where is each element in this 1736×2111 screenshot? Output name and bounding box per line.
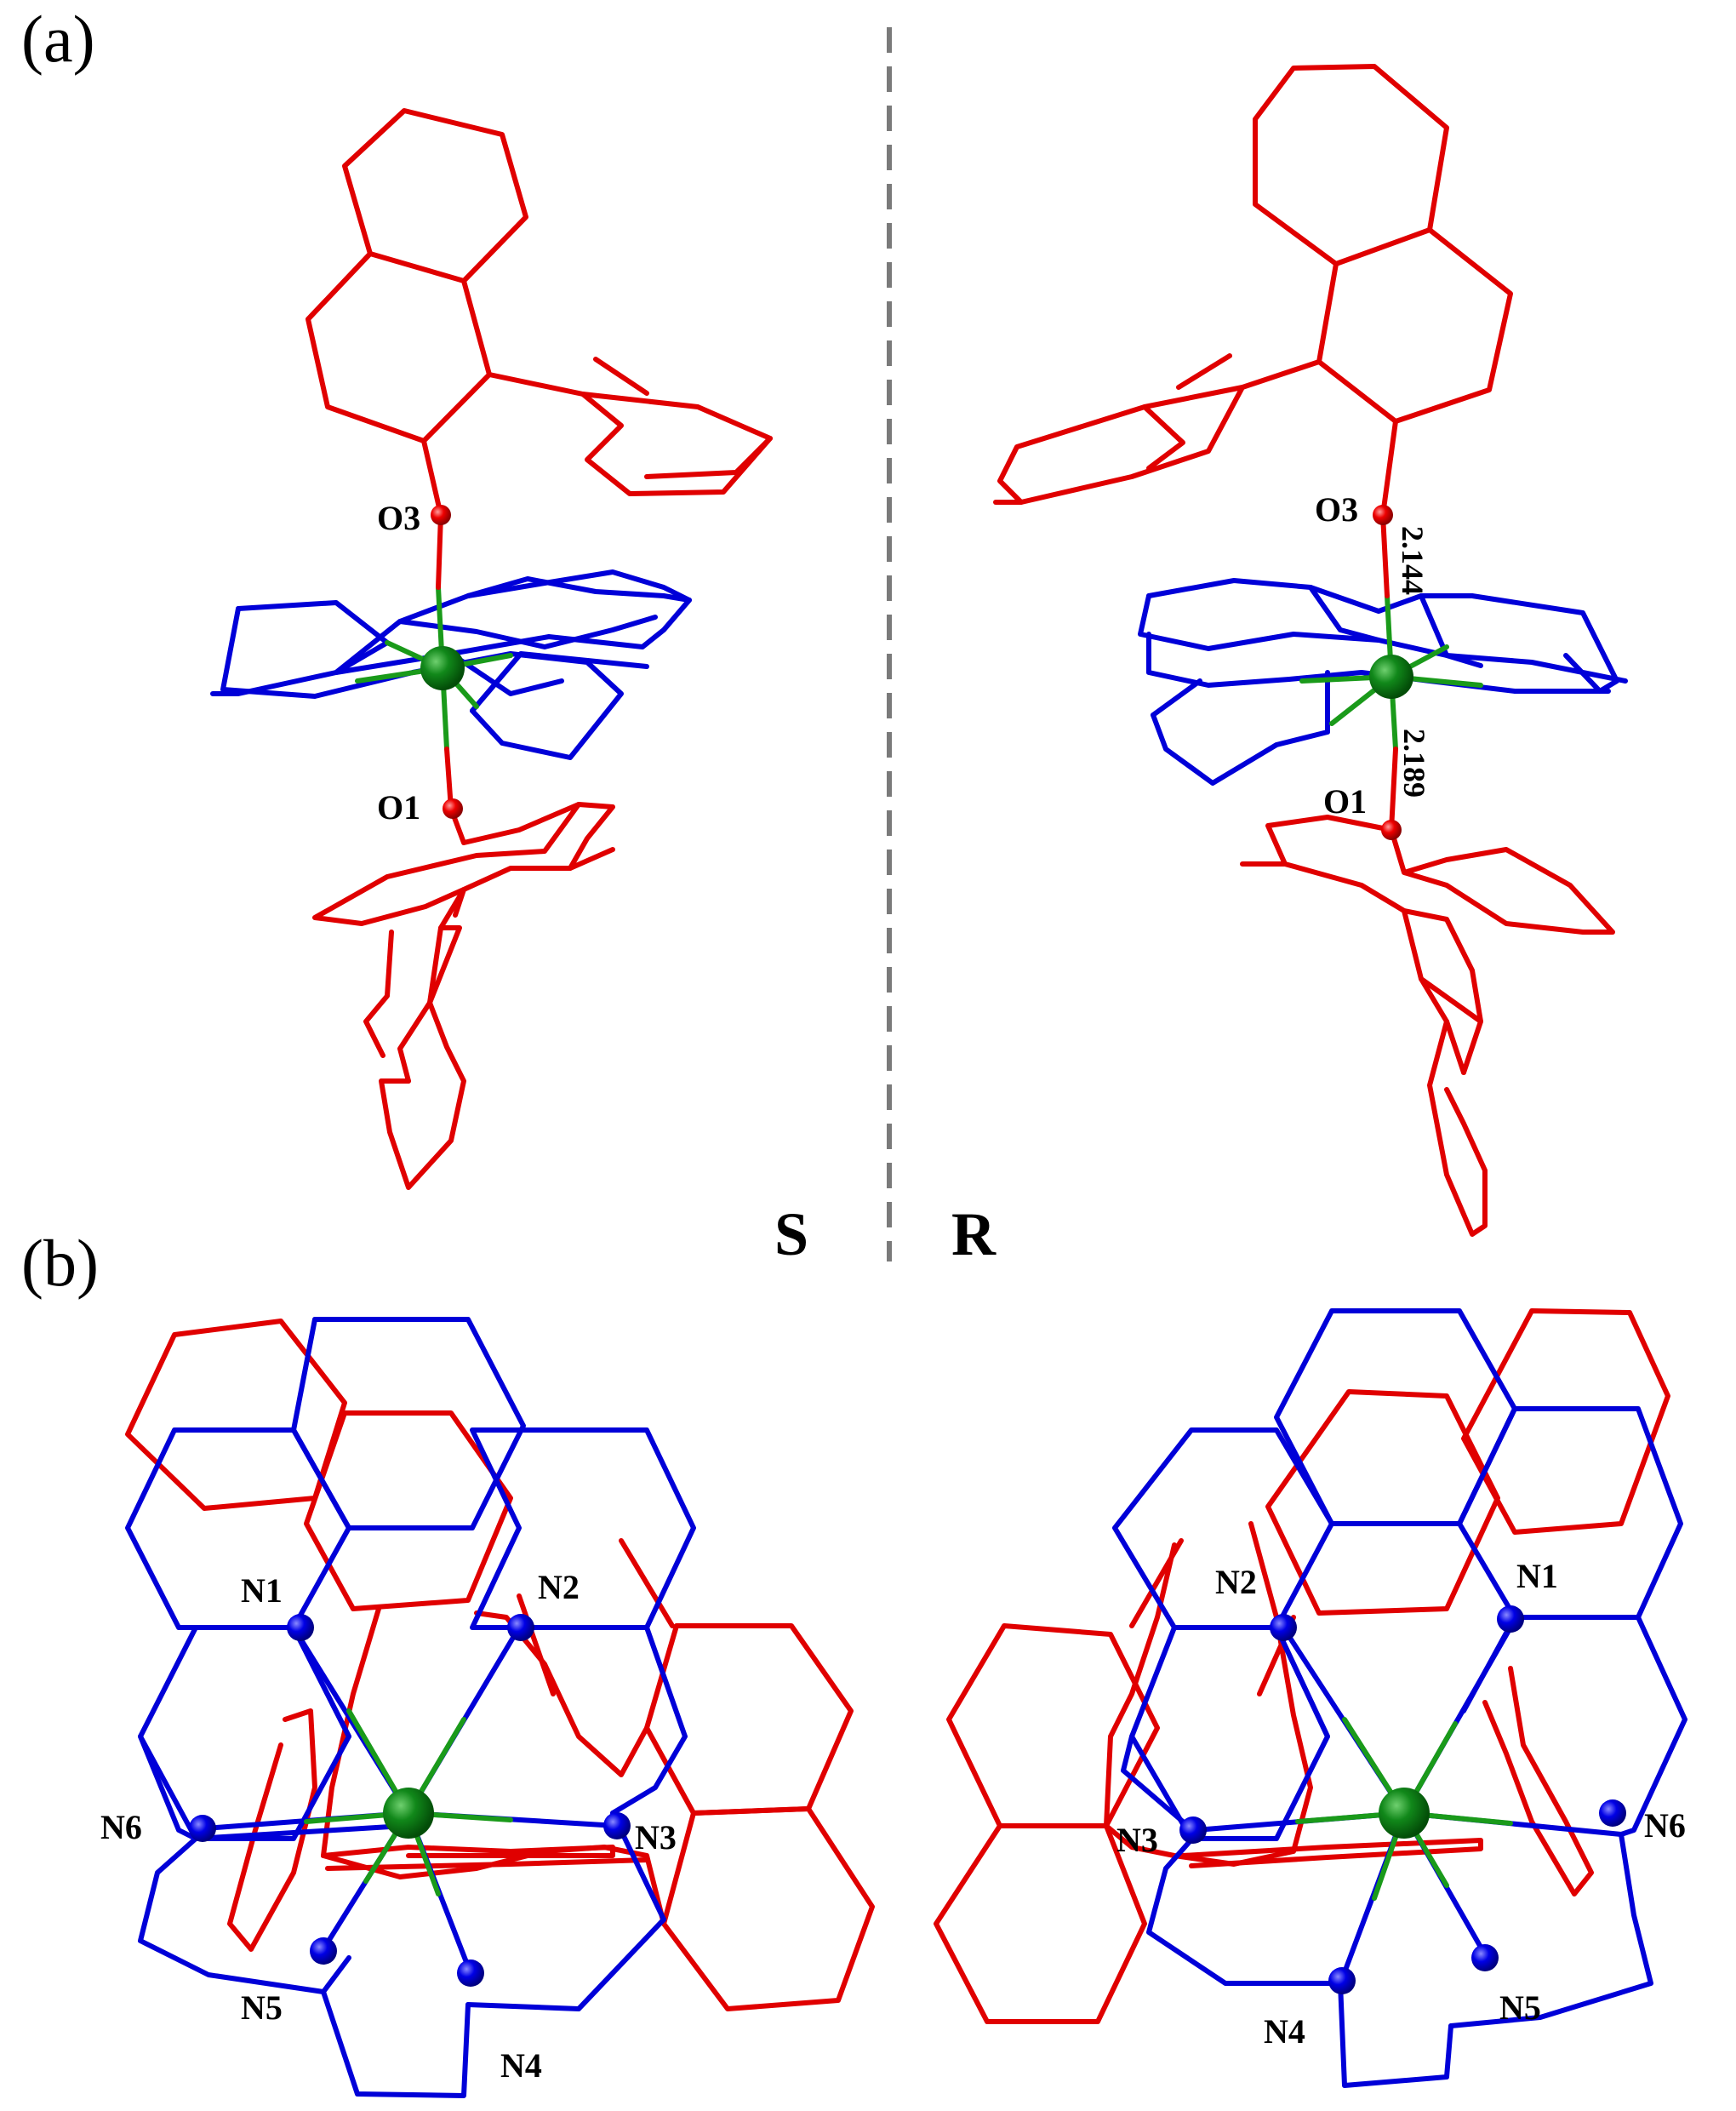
r-lower-ligand (1240, 815, 1615, 1237)
s-macrocycle-edge (210, 569, 692, 760)
r-o3-label: O3 (1315, 490, 1358, 529)
s-n4-label: N4 (500, 2046, 542, 2085)
s-n5-label: N5 (241, 1988, 283, 2027)
r-axial-bonds (1380, 512, 1398, 832)
oxygen-atom-icon (1381, 820, 1402, 840)
nitrogen-atom-icon (310, 1937, 337, 1965)
metal-atom-icon (1379, 1788, 1430, 1839)
oxygen-atom-icon (443, 798, 463, 819)
metal-atom-icon (383, 1788, 434, 1839)
s-o1-label: O1 (377, 788, 420, 827)
nitrogen-atom-icon (189, 1815, 216, 1842)
metal-atom-icon (420, 646, 465, 690)
nitrogen-atom-icon (507, 1614, 534, 1641)
nitrogen-atom-icon (1328, 1967, 1356, 1994)
r-macrocycle-edge (1138, 578, 1628, 786)
nitrogen-atom-icon (1497, 1605, 1524, 1633)
nitrogen-atom-icon (1599, 1799, 1626, 1827)
bond-distance-upper: 2.144 (1396, 526, 1430, 595)
nitrogen-atom-icon (1270, 1614, 1297, 1641)
s-n3-label: N3 (635, 1818, 677, 1856)
s-complex-top-view (125, 1317, 875, 2098)
nitrogen-atom-icon (1179, 1816, 1207, 1844)
s-axial-ligand-rings (125, 1319, 875, 2011)
panel-a-label: (a) (21, 2, 95, 76)
nitrogen-atom-icon (287, 1614, 314, 1641)
r-o1-label: O1 (1323, 782, 1367, 821)
nitrogen-atom-icon (603, 1812, 631, 1839)
s-axial-bonds (436, 512, 454, 811)
s-o3-label: O3 (377, 499, 420, 537)
panel-b-label: (b) (21, 1226, 99, 1300)
s-equatorial-macrocycle (125, 1317, 696, 2098)
r-n2-label: N2 (1215, 1563, 1257, 1601)
s-n6-label: N6 (100, 1808, 142, 1846)
r-axial-ligand-rings (934, 1308, 1670, 2024)
s-lower-ligand (312, 802, 615, 1190)
r-upper-ligand (993, 64, 1513, 518)
r-complex-top-view (934, 1308, 1687, 2088)
nitrogen-atom-icon (1471, 1944, 1499, 1971)
r-n4-label: N4 (1264, 2012, 1305, 2051)
r-complex-side-view (993, 64, 1628, 1237)
r-n3-label: N3 (1116, 1821, 1158, 1859)
r-n1-label: N1 (1516, 1557, 1558, 1595)
metal-atom-icon (1369, 655, 1413, 699)
r-equatorial-macrocycle (1112, 1308, 1687, 2088)
s-enantiomer-label: S (774, 1200, 808, 1268)
r-n5-label: N5 (1499, 1988, 1541, 2027)
oxygen-atom-icon (431, 505, 451, 525)
s-n1-label: N1 (241, 1571, 283, 1610)
r-n6-label: N6 (1644, 1806, 1686, 1845)
s-upper-ligand (306, 108, 773, 518)
s-complex-side-view (210, 108, 773, 1190)
oxygen-atom-icon (1373, 505, 1393, 525)
r-enantiomer-label: R (951, 1200, 996, 1268)
bond-distance-lower: 2.189 (1397, 729, 1431, 798)
nitrogen-atom-icon (457, 1959, 484, 1987)
s-n2-label: N2 (538, 1568, 580, 1606)
